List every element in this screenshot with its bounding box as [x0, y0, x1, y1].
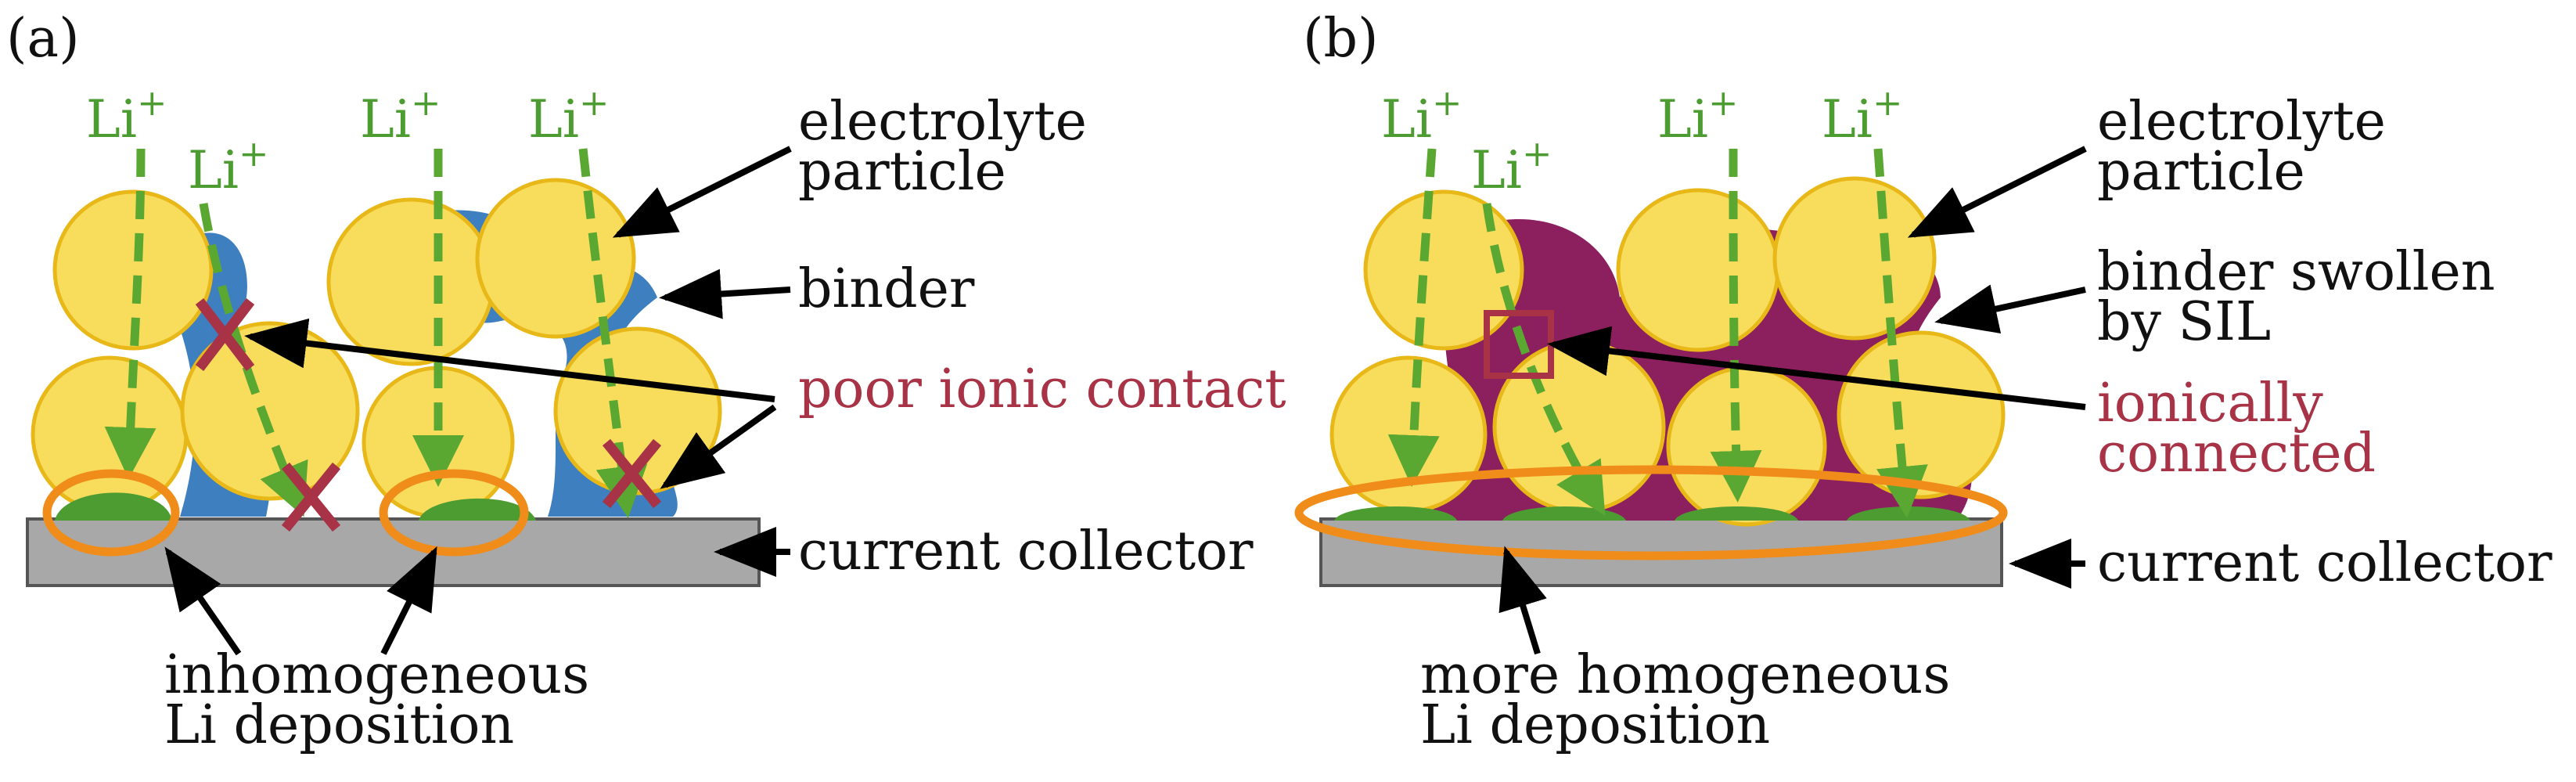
particle [1492, 340, 1666, 514]
li-ion-labels-b: Li+ Li+ Li+ Li+ [1381, 81, 1902, 200]
particle [475, 178, 636, 339]
arrows-a [164, 146, 792, 656]
highlight-ring-a [379, 469, 529, 557]
svg-text:Li+: Li+ [528, 81, 609, 150]
svg-text:Li+: Li+ [86, 81, 167, 150]
particle [52, 189, 214, 351]
particle [1772, 176, 1937, 341]
panel-b-tag: (b) [1303, 8, 1379, 70]
particle [1363, 189, 1524, 351]
panel-a: (a) [6, 8, 1286, 756]
svg-text:Li+: Li+ [360, 81, 441, 150]
particle [1837, 330, 2006, 499]
particle [326, 197, 495, 366]
panel-a-tag: (a) [6, 8, 80, 70]
highlight-ring-b [1294, 465, 2008, 560]
particle [1666, 366, 1827, 527]
label-contact-a: poor ionic contact [798, 359, 1286, 420]
label-collector-b: current collector [2097, 532, 2553, 594]
particles-a [31, 178, 722, 519]
svg-text:Li+: Li+ [1822, 81, 1902, 150]
li-ion-labels-a: Li+ Li+ Li+ Li+ [86, 81, 609, 200]
label-binder-a: binder [798, 258, 975, 320]
label-collector-a: current collector [798, 521, 1254, 582]
cross-icon [195, 298, 255, 371]
particle [1616, 188, 1780, 352]
svg-text:Li+: Li+ [1657, 81, 1738, 150]
svg-text:Li+: Li+ [188, 132, 268, 200]
cross-icon [281, 462, 341, 532]
panel-b: (b) [1294, 8, 2553, 756]
highlight-ring-a [42, 469, 180, 557]
svg-text:Li+: Li+ [1381, 81, 1462, 150]
svg-text:Li+: Li+ [1471, 132, 1552, 200]
li-deposits-a [55, 492, 536, 521]
arrows-b [1498, 146, 2087, 655]
cross-icon [602, 438, 662, 509]
blocked-marks-a [195, 298, 662, 532]
